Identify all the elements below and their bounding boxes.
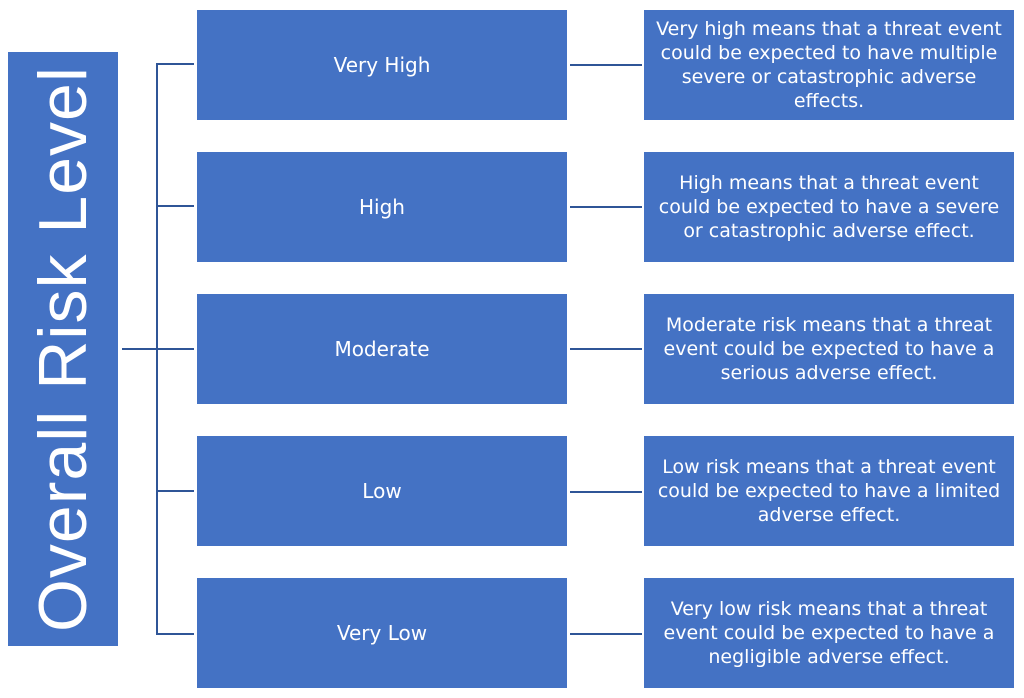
description-box-low: Low risk means that a threat event could… xyxy=(644,436,1014,546)
connector-line-low xyxy=(570,491,642,493)
branch-line-moderate xyxy=(156,348,194,350)
branch-line-very-high xyxy=(156,63,194,65)
description-text: Very low risk means that a threat event … xyxy=(663,598,995,668)
diagram-title: Overall Risk Level xyxy=(25,66,101,632)
level-box-very-low: Very Low xyxy=(197,578,567,688)
description-box-moderate: Moderate risk means that a threat event … xyxy=(644,294,1014,404)
level-box-low: Low xyxy=(197,436,567,546)
branch-line-very-low xyxy=(156,633,194,635)
description-text: Low risk means that a threat event could… xyxy=(657,456,1001,526)
level-label: Moderate xyxy=(334,337,430,361)
root-stem-line xyxy=(122,348,158,350)
level-label: Low xyxy=(362,479,402,503)
connector-line-very-high xyxy=(570,64,642,66)
description-text: Very high means that a threat event coul… xyxy=(656,18,1002,112)
connector-line-moderate xyxy=(570,348,642,350)
branch-line-low xyxy=(156,490,194,492)
description-box-very-high: Very high means that a threat event coul… xyxy=(644,10,1014,120)
description-text: Moderate risk means that a threat event … xyxy=(663,314,995,384)
title-box: Overall Risk Level xyxy=(8,52,118,646)
description-text: High means that a threat event could be … xyxy=(658,172,1000,242)
level-box-very-high: Very High xyxy=(197,10,567,120)
description-box-very-low: Very low risk means that a threat event … xyxy=(644,578,1014,688)
description-box-high: High means that a threat event could be … xyxy=(644,152,1014,262)
level-box-high: High xyxy=(197,152,567,262)
branch-line-high xyxy=(156,205,194,207)
level-box-moderate: Moderate xyxy=(197,294,567,404)
level-label: Very Low xyxy=(336,621,428,645)
level-label: High xyxy=(359,195,405,219)
connector-line-very-low xyxy=(570,633,642,635)
level-label: Very High xyxy=(333,53,431,77)
connector-line-high xyxy=(570,206,642,208)
